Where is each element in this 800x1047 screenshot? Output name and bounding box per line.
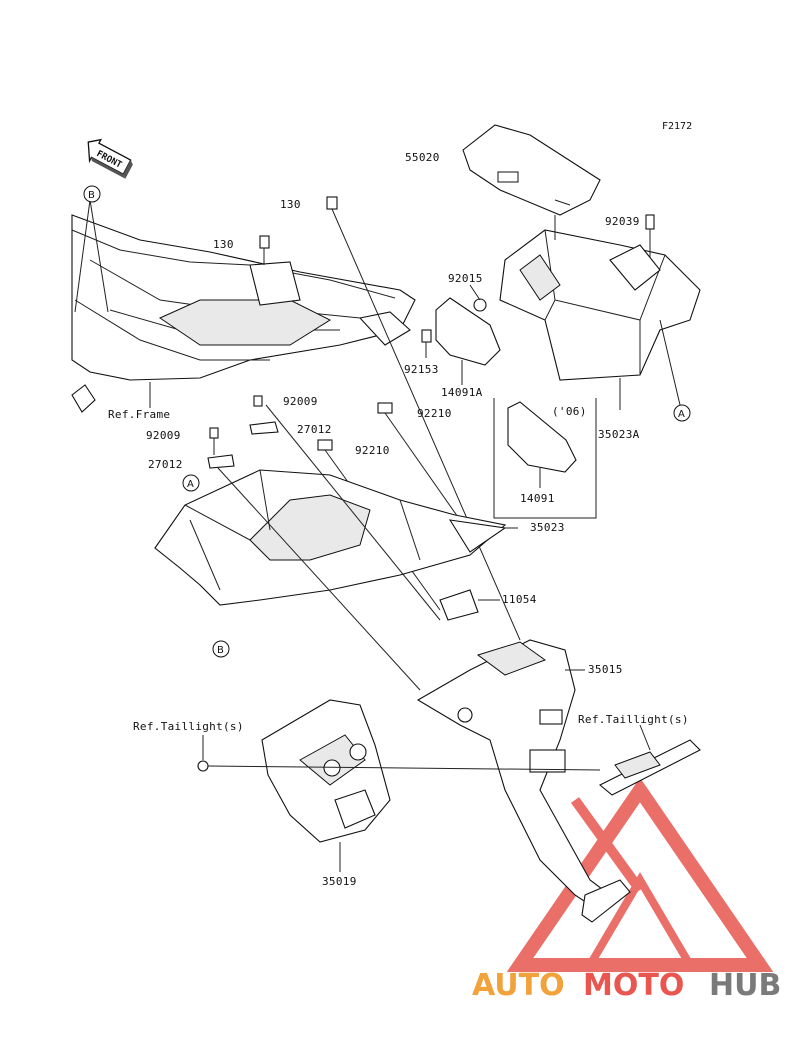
part-label-35015: 35015 [588, 663, 623, 676]
svg-text:MOTO: MOTO [583, 968, 684, 1003]
part-label-130-frame: 130 [213, 238, 234, 251]
part-label-92009-a: 92009 [283, 395, 318, 408]
part-label-14091A: 14091A [441, 386, 483, 399]
bolt-130-frame-part [259, 235, 270, 265]
rear-fender-part [154, 469, 518, 606]
clamp-92015-part [469, 284, 487, 312]
part-label-92210-a: 92210 [417, 407, 452, 420]
nut-27012-b-part [207, 454, 235, 469]
part-label-35019: 35019 [322, 875, 357, 888]
tool-case-part [499, 215, 701, 410]
taillight-ref-left [197, 735, 601, 772]
ref-taillight-left-label: Ref.Taillight(s) [133, 720, 244, 733]
svg-text:B: B [217, 645, 224, 656]
license-flap-part [416, 639, 631, 923]
bolt-130-top-part [326, 196, 521, 641]
part-label-92009-b: 92009 [146, 429, 181, 442]
figure-code: F2172 [662, 121, 692, 132]
svg-text:B: B [88, 190, 95, 201]
bracket-11054-part [439, 589, 500, 621]
part-label-92153: 92153 [404, 363, 439, 376]
rear-cover-35019-part [261, 699, 391, 872]
svg-text:HUB: HUB [709, 968, 781, 1003]
year-note: ('06) [552, 405, 587, 418]
part-label-55020: 55020 [405, 151, 440, 164]
bolt-92009-b-part [209, 427, 219, 455]
part-label-27012-a: 27012 [297, 423, 332, 436]
part-label-92039: 92039 [605, 215, 640, 228]
callout-b-bottom: B [212, 640, 230, 658]
seat-cover-part [462, 124, 601, 216]
part-label-27012-b: 27012 [148, 458, 183, 471]
taillight-bracket-right [599, 724, 701, 796]
watermark-logo [506, 777, 774, 972]
bolt-92009-a-part [253, 395, 263, 407]
nut-27012-a-part [249, 421, 279, 435]
svg-text:A: A [678, 409, 685, 420]
part-label-130-top: 130 [280, 198, 301, 211]
svg-text:A: A [187, 479, 194, 490]
ref-taillight-right-label: Ref.Taillight(s) [578, 713, 689, 726]
part-label-14091: 14091 [520, 492, 555, 505]
part-label-35023A: 35023A [598, 428, 640, 441]
ref-frame-label: Ref.Frame [108, 408, 170, 421]
part-label-35023: 35023 [530, 521, 565, 534]
side-cover-14091A-part [435, 297, 501, 385]
frame-illustration [71, 199, 416, 413]
bolt-92039-part [645, 214, 655, 258]
watermark-text: AUTO MOTO HUB [472, 968, 781, 1003]
callout-a-left: A [182, 474, 200, 492]
bolt-92153-part [421, 329, 432, 358]
part-label-92210-b: 92210 [355, 444, 390, 457]
clip-92210-a-part [377, 402, 461, 521]
front-arrow-icon: FRONT [87, 138, 133, 179]
year-variant-box [493, 398, 597, 519]
callout-a-right: A [673, 404, 691, 422]
svg-text:AUTO: AUTO [472, 968, 565, 1003]
part-label-11054: 11054 [502, 593, 537, 606]
part-label-92015: 92015 [448, 272, 483, 285]
callout-b-top: B [83, 185, 101, 203]
